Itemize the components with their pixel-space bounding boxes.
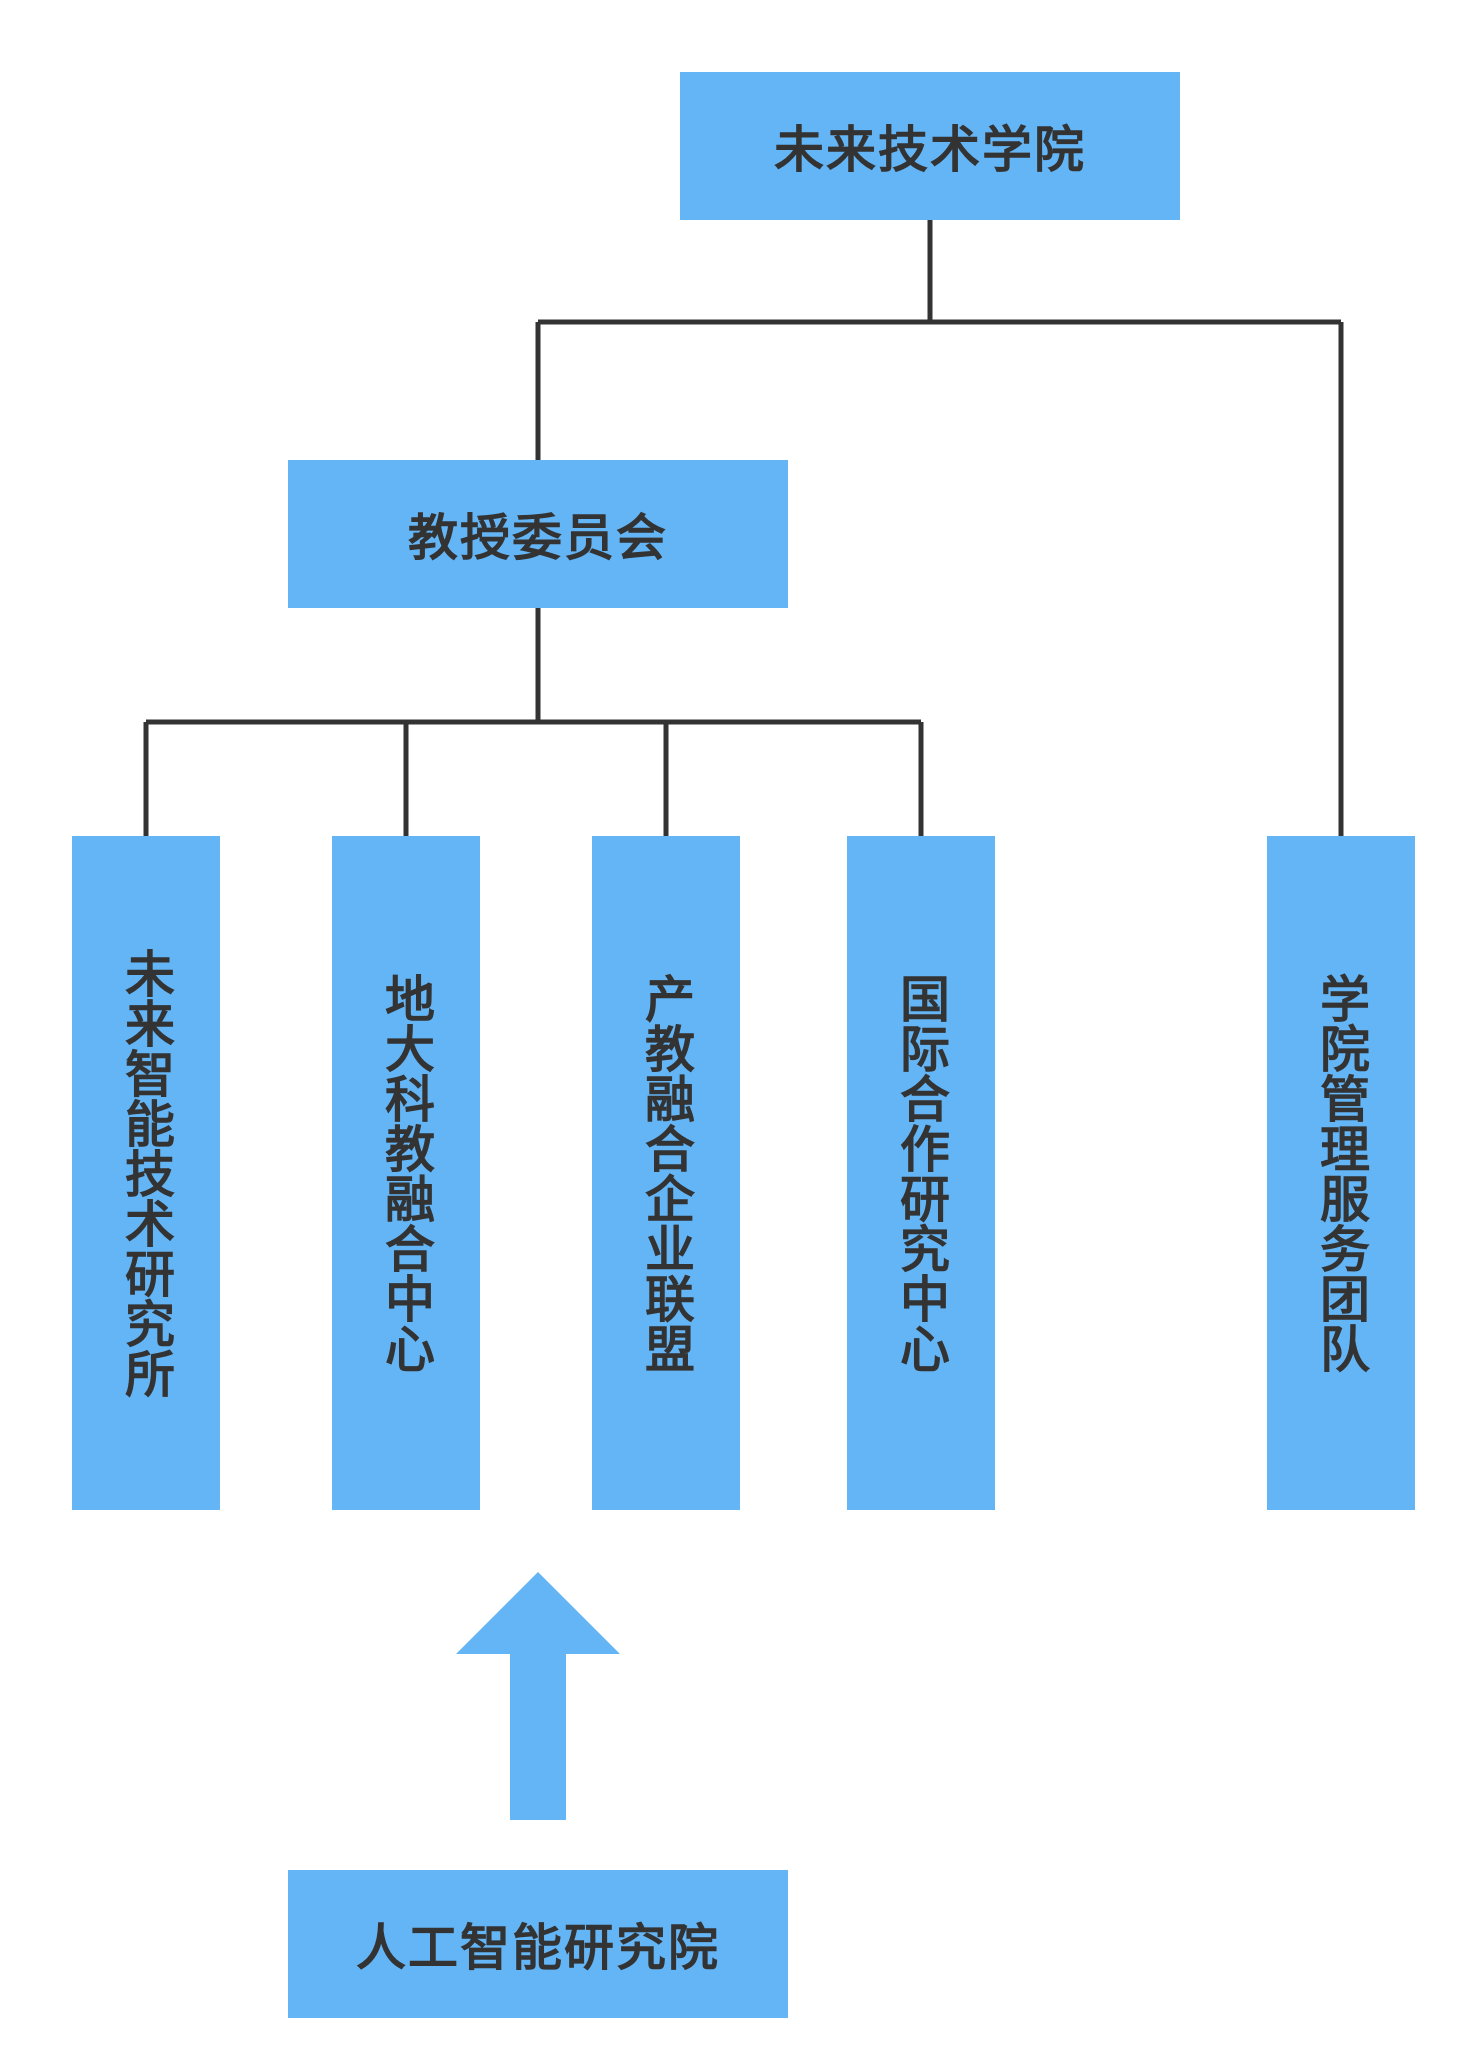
unit-node-2-label: 地大科教融合中心 [377, 973, 435, 1373]
unit-node-4: 国际合作研究中心 [847, 836, 995, 1510]
committee-node-label: 教授委员会 [408, 509, 668, 567]
admin-team-node: 学院管理服务团队 [1267, 836, 1415, 1510]
supporter-node-label: 人工智能研究院 [356, 1919, 720, 1977]
unit-node-1: 未来智能技术研究所 [72, 836, 220, 1510]
root-node-label: 未来技术学院 [774, 121, 1086, 179]
support-up-arrow [456, 1572, 620, 1820]
root-node: 未来技术学院 [680, 72, 1180, 220]
unit-node-2: 地大科教融合中心 [332, 836, 480, 1510]
supporter-node: 人工智能研究院 [288, 1870, 788, 2018]
unit-node-4-label: 国际合作研究中心 [892, 973, 950, 1373]
unit-node-1-label: 未来智能技术研究所 [117, 948, 175, 1398]
committee-node: 教授委员会 [288, 460, 788, 608]
admin-team-node-label: 学院管理服务团队 [1312, 973, 1370, 1373]
unit-node-3: 产教融合企业联盟 [592, 836, 740, 1510]
unit-node-3-label: 产教融合企业联盟 [637, 973, 695, 1373]
